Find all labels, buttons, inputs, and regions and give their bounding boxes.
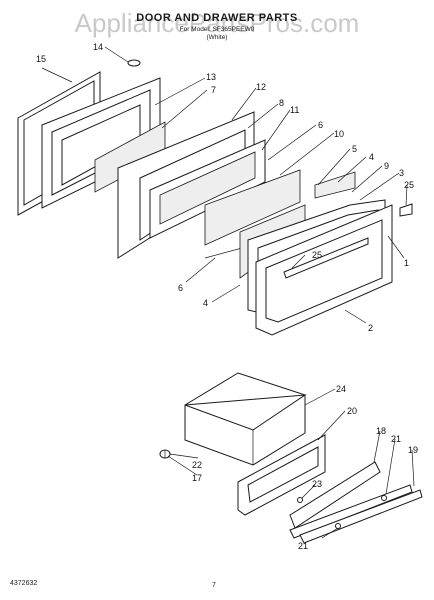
label-24: 24 (336, 384, 346, 394)
part-door-handle (283, 203, 413, 279)
label-11: 11 (290, 105, 299, 115)
label-8: 8 (279, 98, 284, 108)
label-19: 19 (408, 445, 418, 455)
label-18: 18 (376, 426, 386, 436)
label-22: 22 (192, 460, 202, 470)
part-glide-hardware (159, 449, 171, 459)
label-21-lower: 21 (298, 541, 308, 551)
part-drawer-front (237, 434, 326, 516)
label-9: 9 (384, 161, 389, 171)
part-drawer-screws (297, 495, 387, 529)
part-drawer-box (184, 372, 307, 466)
leader-lines (41, 46, 415, 539)
label-14: 14 (93, 42, 103, 52)
label-6-lower: 6 (178, 283, 183, 293)
part-window-frame (149, 139, 266, 239)
label-25-door: 25 (404, 180, 414, 190)
label-13: 13 (206, 72, 216, 82)
document-number: 4372632 (10, 580, 38, 587)
label-23: 23 (312, 479, 322, 489)
watermark: AppliancePartsPros.com (74, 8, 360, 38)
page-title: DOOR AND DRAWER PARTS (136, 12, 298, 24)
color-note: (White) (206, 34, 228, 41)
part-number-labels: 15 14 13 7 12 8 11 6 10 5 4 9 3 25 1 2 2… (36, 42, 418, 551)
label-21-upper: 21 (391, 434, 401, 444)
model-subtitle: For Model: SF365PEEW0 (179, 26, 255, 33)
part-inner-glass (204, 169, 301, 259)
label-4-lower: 4 (203, 298, 208, 308)
label-25-handle: 25 (312, 250, 322, 260)
label-15: 15 (36, 54, 46, 64)
label-1: 1 (404, 258, 409, 268)
label-7: 7 (211, 85, 216, 95)
label-3: 3 (399, 168, 404, 178)
label-6: 6 (318, 120, 323, 130)
label-10: 10 (334, 129, 344, 139)
label-20: 20 (347, 406, 357, 416)
label-12: 12 (256, 82, 266, 92)
part-screw (127, 59, 141, 67)
page-number: 7 (212, 582, 216, 589)
label-17: 17 (192, 473, 202, 483)
label-4: 4 (369, 152, 374, 162)
label-2: 2 (368, 323, 373, 333)
part-inner-door-panel (41, 77, 161, 209)
label-5: 5 (352, 144, 357, 154)
